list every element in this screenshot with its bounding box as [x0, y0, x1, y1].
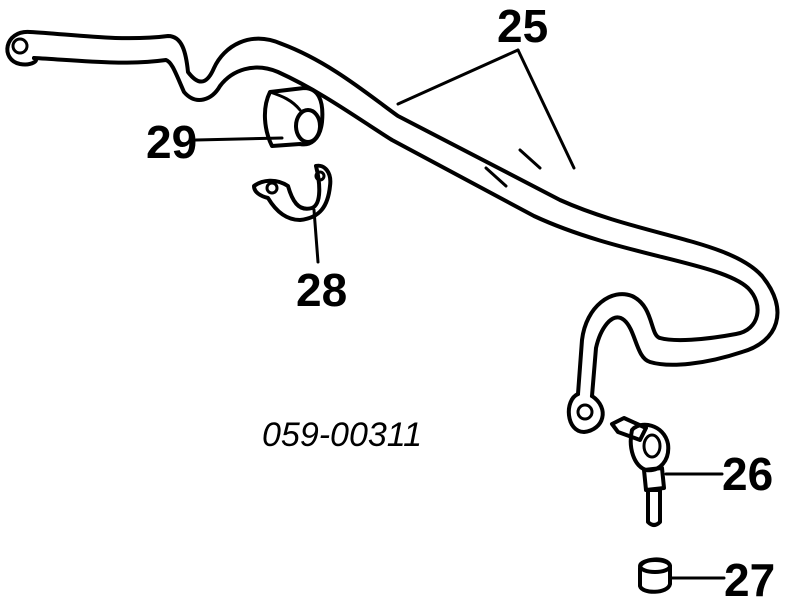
callout-25: 25 — [497, 0, 548, 52]
callout-26: 26 — [722, 448, 773, 500]
callout-27: 27 — [724, 554, 775, 600]
leader-lines — [194, 48, 726, 580]
bracket — [252, 163, 333, 222]
link-bushing — [638, 557, 672, 594]
part-number: 059-00311 — [262, 416, 422, 454]
callout-28: 28 — [296, 264, 347, 316]
stabilizer-link — [610, 416, 671, 527]
callout-29: 29 — [146, 116, 197, 168]
bushing — [263, 86, 325, 148]
stabilizer-bar — [5, 29, 780, 434]
